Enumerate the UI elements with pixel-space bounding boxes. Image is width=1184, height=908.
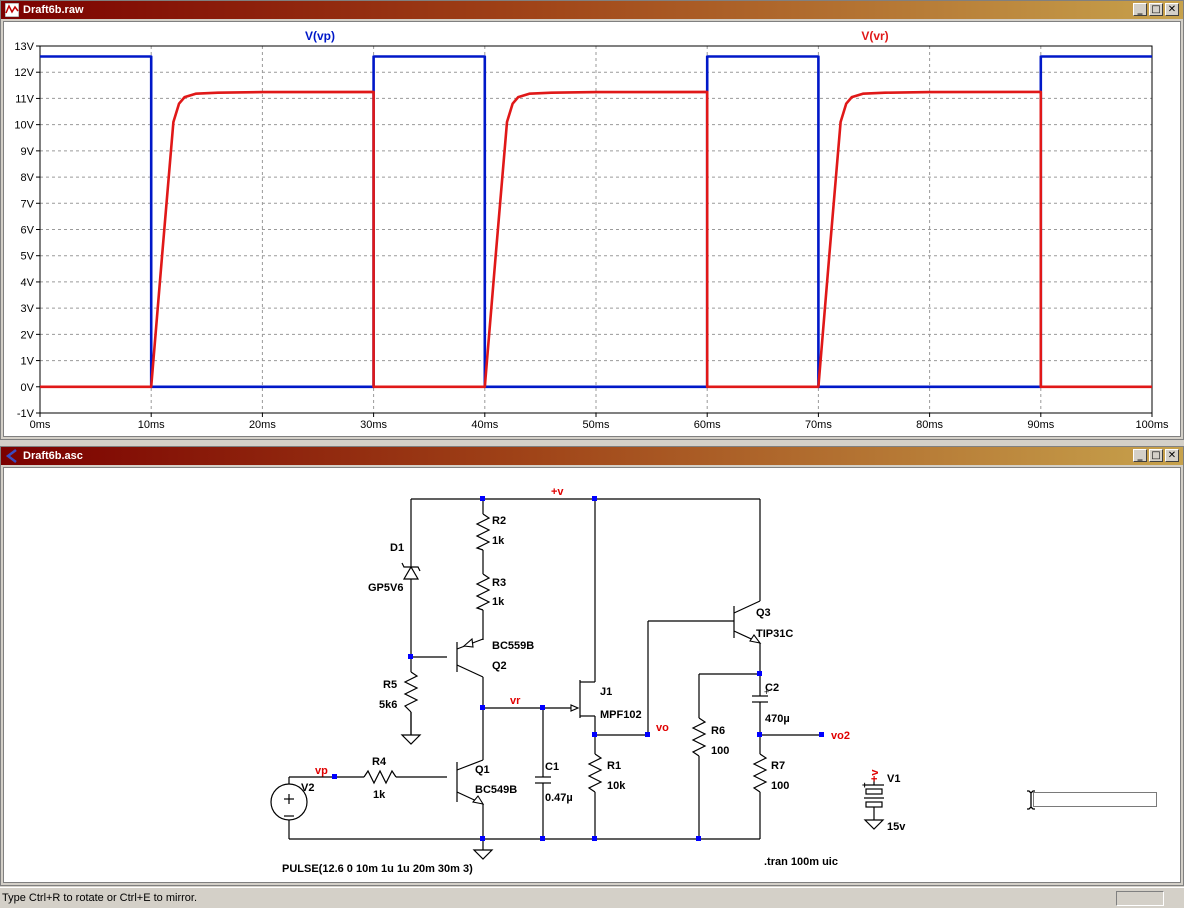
spice-directive[interactable]: .tran 100m uic (764, 856, 838, 868)
voltage-source-v2[interactable] (270, 783, 308, 821)
status-panel (1116, 891, 1164, 906)
label-v1-ref[interactable]: V1 (887, 773, 900, 785)
y-tick-label: 11V (15, 93, 34, 105)
label-c1-value[interactable]: 0.47µ (545, 792, 573, 804)
label-r1-value[interactable]: 10k (607, 780, 626, 792)
schematic-window[interactable]: Draft6b.asc _ □ ✕ (0, 446, 1184, 886)
y-tick-label: 5V (21, 251, 35, 263)
battery-v1[interactable] (864, 778, 884, 820)
label-r7-value[interactable]: 100 (771, 780, 789, 792)
y-tick-label: 10V (14, 120, 34, 132)
x-tick-label: 20ms (249, 419, 276, 431)
ground-symbol (400, 734, 885, 860)
waveform-icon (5, 3, 19, 17)
schematic-titlebar[interactable]: Draft6b.asc _ □ ✕ (1, 447, 1183, 465)
label-r5-value[interactable]: 5k6 (379, 699, 397, 711)
schematic-icon (5, 449, 17, 463)
label-q2-ref[interactable]: Q2 (492, 660, 507, 672)
label-q3-ref[interactable]: Q3 (756, 607, 771, 619)
x-tick-label: 80ms (916, 419, 943, 431)
y-tick-label: 8V (21, 172, 35, 184)
label-r3-value[interactable]: 1k (492, 596, 505, 608)
waveform-window[interactable]: Draft6b.raw _ □ ✕ 13V 12V 11V 10V 9V 8V 7V 6V 5V… (0, 0, 1184, 440)
waveform-chart[interactable]: 13V 12V 11V 10V 9V 8V 7V 6V 5V 4V 3V 2V 1V 0V -1V 0ms 1… (4, 22, 1181, 437)
label-v1-plus: + (862, 780, 867, 790)
y-tick-label: 3V (21, 303, 35, 315)
status-bar: Type Ctrl+R to rotate or Ctrl+E to mirro… (0, 887, 1184, 908)
schematic-title: Draft6b.asc (23, 450, 83, 462)
label-j1-value[interactable]: MPF102 (600, 709, 642, 721)
label-r6-value[interactable]: 100 (711, 745, 729, 757)
minimize-button[interactable]: _ (1133, 3, 1147, 16)
label-r6-ref[interactable]: R6 (711, 725, 725, 737)
y-tick-label: 12V (14, 67, 34, 79)
x-tick-label: 40ms (471, 419, 498, 431)
label-r5-ref[interactable]: R5 (383, 679, 397, 691)
label-c2-ref[interactable]: C2 (765, 682, 779, 694)
label-c1-ref[interactable]: C1 (545, 761, 559, 773)
net-label-v1-plus[interactable]: +v (869, 769, 881, 782)
x-tick-label: 70ms (805, 419, 832, 431)
x-tick-label: 90ms (1027, 419, 1054, 431)
label-q1-ref[interactable]: Q1 (475, 764, 490, 776)
label-r4-ref[interactable]: R4 (372, 756, 387, 768)
net-label-vp[interactable]: vp (315, 765, 328, 777)
legend-vp: V(vp) (305, 29, 335, 43)
label-r2-ref[interactable]: R2 (492, 515, 506, 527)
net-label-vo2[interactable]: vo2 (831, 730, 850, 742)
x-tick-label: 10ms (138, 419, 165, 431)
close-button[interactable]: ✕ (1165, 3, 1179, 16)
label-r7-ref[interactable]: R7 (771, 760, 785, 772)
status-text: Type Ctrl+R to rotate or Ctrl+E to mirro… (2, 892, 198, 904)
label-r2-value[interactable]: 1k (492, 535, 505, 547)
maximize-button[interactable]: □ (1149, 449, 1163, 462)
schematic-canvas[interactable]: + (3, 467, 1181, 883)
x-tick-label: 0ms (30, 419, 51, 431)
label-d1-value[interactable]: GP5V6 (368, 582, 403, 594)
y-tick-label: 2V (21, 329, 35, 341)
y-tick-label: -1V (17, 408, 35, 420)
x-tick-label: 30ms (360, 419, 387, 431)
label-v1-value[interactable]: 15v (887, 821, 906, 833)
label-d1-ref[interactable]: D1 (390, 542, 404, 554)
x-tick-label: 100ms (1135, 419, 1169, 431)
y-tick-label: 9V (21, 146, 35, 158)
close-button[interactable]: ✕ (1165, 449, 1179, 462)
net-label-vr[interactable]: vr (510, 695, 521, 707)
x-tick-label: 60ms (694, 419, 721, 431)
label-v2-value[interactable]: PULSE(12.6 0 10m 1u 1u 20m 30m 3) (282, 863, 473, 875)
label-r4-value[interactable]: 1k (373, 789, 386, 801)
legend-vr: V(vr) (861, 29, 888, 43)
zener-diode-symbol[interactable] (401, 555, 421, 580)
label-q1-value[interactable]: BC549B (475, 784, 517, 796)
i-beam-cursor-icon (1027, 790, 1035, 810)
waveform-plot-area[interactable]: 13V 12V 11V 10V 9V 8V 7V 6V 5V 4V 3V 2V 1V 0V -1V 0ms 1… (3, 21, 1181, 437)
schematic-drawing[interactable]: + (4, 468, 1181, 883)
net-label-vplus[interactable]: +v (551, 486, 564, 498)
label-c2-value[interactable]: 470µ (765, 713, 790, 725)
y-tick-label: 1V (21, 356, 35, 368)
trace-vp (40, 55, 1152, 389)
label-r1-ref[interactable]: R1 (607, 760, 621, 772)
label-r3-ref[interactable]: R3 (492, 577, 506, 589)
y-tick-label: 4V (21, 277, 35, 289)
label-q2-value[interactable]: BC559B (492, 640, 534, 652)
maximize-button[interactable]: □ (1149, 3, 1163, 16)
waveform-title: Draft6b.raw (23, 4, 84, 16)
label-v2-ref[interactable]: V2 (301, 782, 314, 794)
plot-frame (39, 45, 1153, 414)
label-q3-value[interactable]: TIP31C (756, 628, 793, 640)
svg-text:+: + (764, 687, 769, 697)
x-tick-label: 50ms (583, 419, 610, 431)
waveform-titlebar[interactable]: Draft6b.raw _ □ ✕ (1, 1, 1183, 19)
y-tick-label: 0V (21, 382, 35, 394)
net-label-vo[interactable]: vo (656, 722, 669, 734)
label-j1-ref[interactable]: J1 (600, 686, 612, 698)
text-entry-input[interactable] (1033, 792, 1157, 807)
y-tick-label: 7V (21, 198, 35, 210)
y-tick-label: 13V (14, 41, 34, 53)
trace-vr (40, 90, 1152, 389)
minimize-button[interactable]: _ (1133, 449, 1147, 462)
y-tick-label: 6V (21, 225, 35, 237)
